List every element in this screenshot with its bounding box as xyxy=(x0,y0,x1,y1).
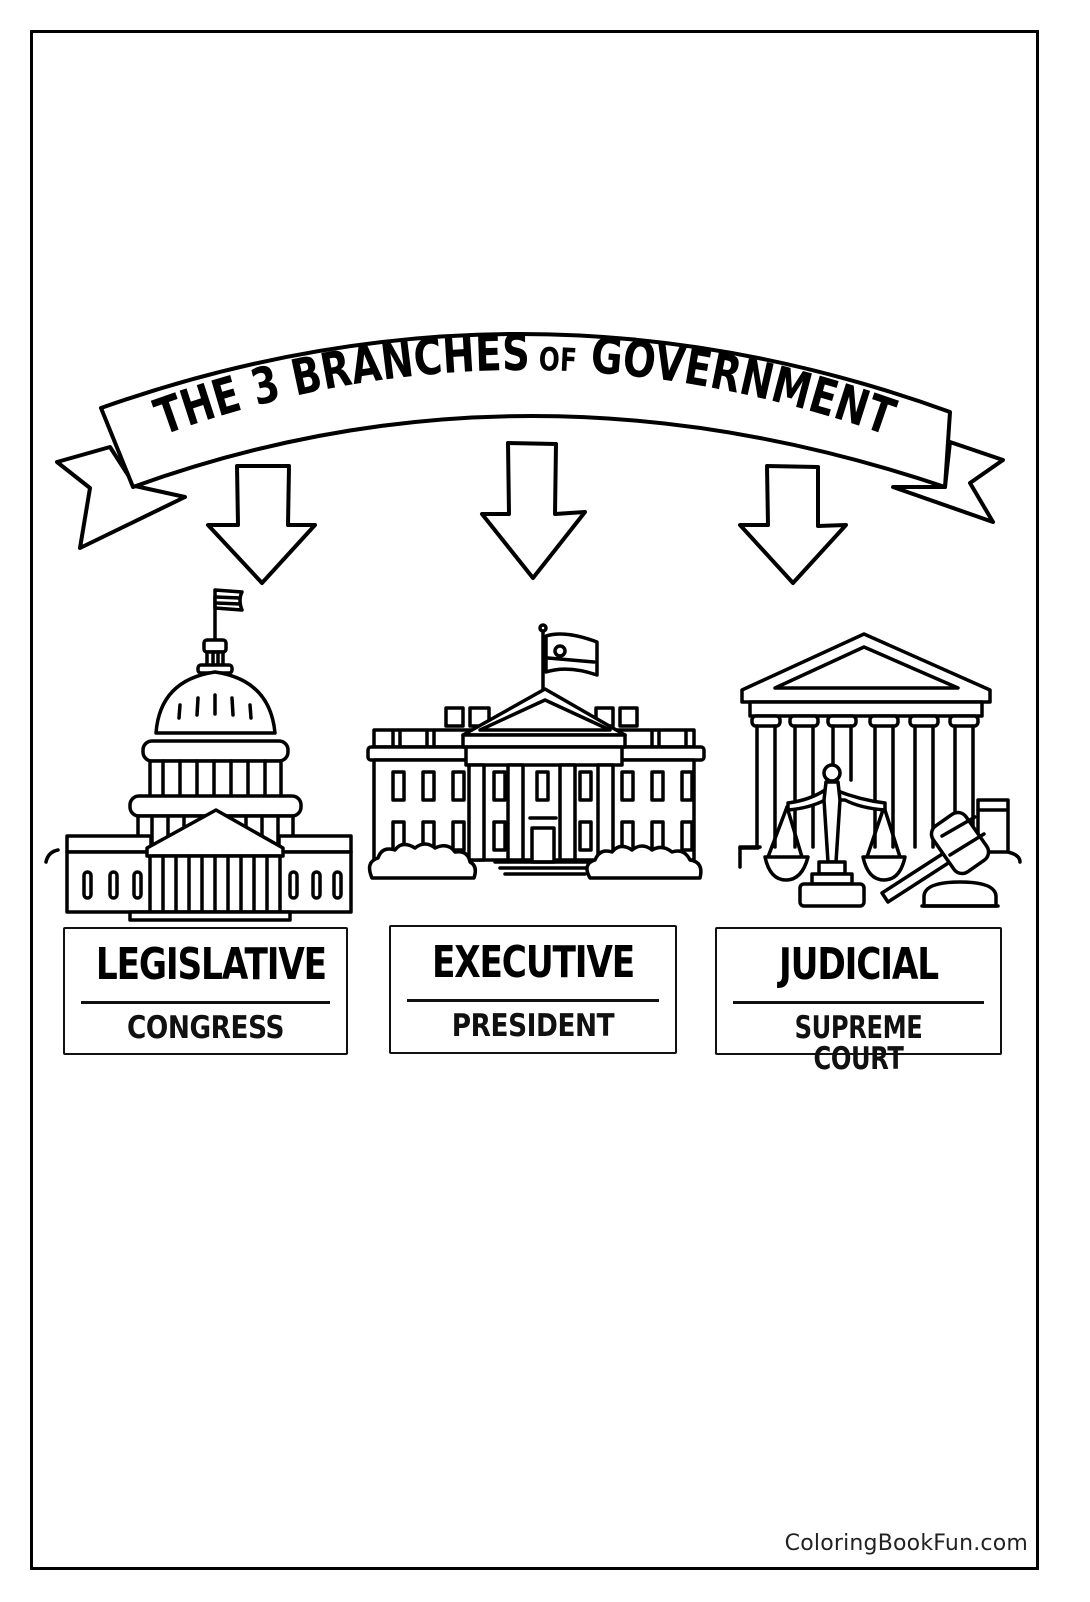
judicial-label-box: JUDICIAL SUPREME COURT xyxy=(715,927,1002,1075)
arrow-down-icon xyxy=(738,464,848,585)
supreme-court-icon xyxy=(738,632,1022,908)
legislative-label-box: LEGISLATIVE CONGRESS xyxy=(63,927,348,1055)
divider xyxy=(81,1001,330,1004)
branch-title: LEGISLATIVE xyxy=(95,939,327,990)
executive-label-box: EXECUTIVE PRESIDENT xyxy=(389,925,677,1054)
site-watermark: ColoringBookFun.com xyxy=(784,1531,1028,1556)
branch-title: EXECUTIVE xyxy=(431,937,635,988)
title-banner xyxy=(55,332,1005,550)
divider xyxy=(407,999,659,1002)
white-house-icon xyxy=(366,623,706,880)
arrow-down-icon xyxy=(206,464,317,585)
branch-title: JUDICIAL xyxy=(779,939,939,990)
capitol-building-icon xyxy=(44,588,353,922)
down-arrows xyxy=(206,441,848,585)
branch-subtitle: CONGRESS xyxy=(126,1010,285,1046)
page-border xyxy=(30,30,1039,1570)
branch-subtitle: PRESIDENT xyxy=(451,1008,615,1044)
arrow-down-icon xyxy=(480,441,587,580)
divider xyxy=(733,1001,984,1004)
branch-subtitle: SUPREME COURT xyxy=(794,1010,923,1077)
